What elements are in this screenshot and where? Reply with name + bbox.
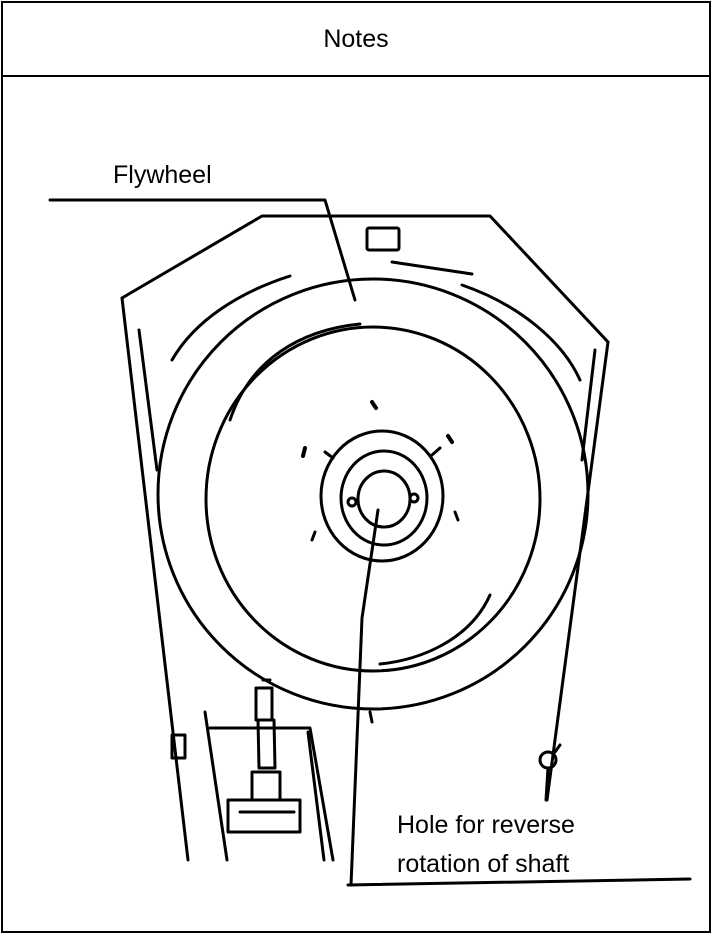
flywheel-label: Flywheel (113, 161, 212, 189)
notes-title: Notes (323, 24, 389, 53)
reverse-rotation-hole (356, 469, 412, 529)
hole-leader (346, 508, 692, 887)
lower-mechanism (203, 678, 374, 862)
flywheel-hub (301, 400, 460, 563)
housing-window (365, 226, 401, 252)
flywheel-outer-rim (156, 274, 590, 711)
side-fittings (170, 733, 562, 802)
flywheel-leader (48, 198, 357, 302)
hole-label-line1: Hole for reverse (397, 811, 575, 839)
hole-label-line2: rotation of shaft (397, 850, 569, 878)
machine-housing (120, 214, 610, 862)
notes-header: Notes (3, 3, 709, 77)
flywheel-inner-disk (204, 322, 542, 673)
